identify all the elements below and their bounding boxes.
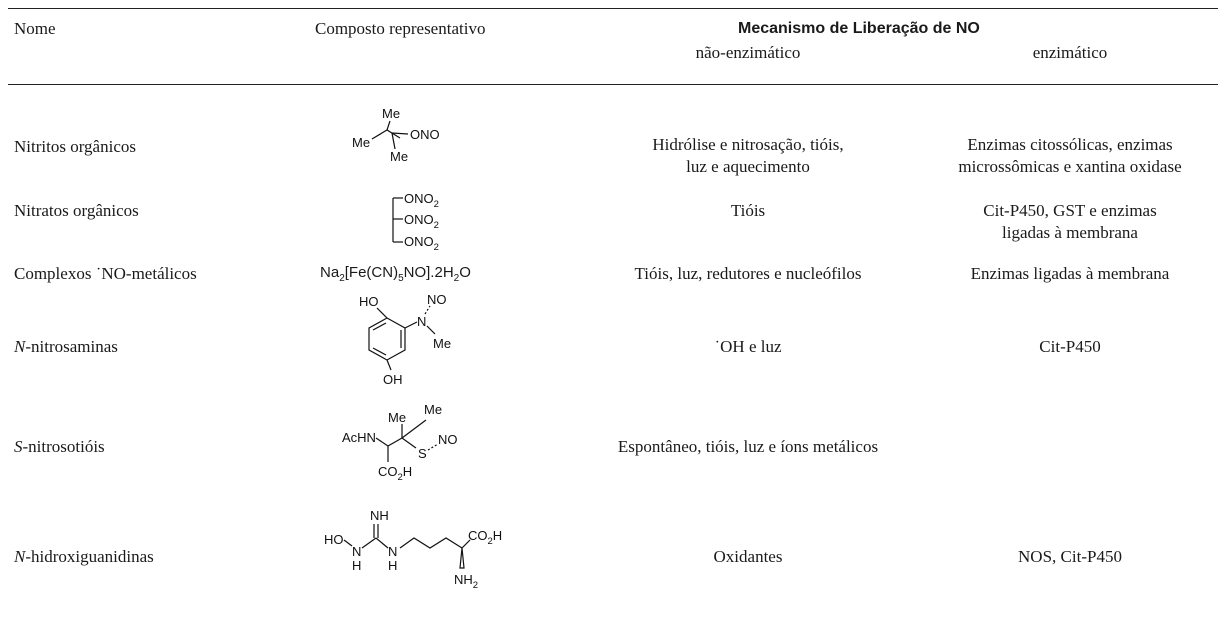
svg-text:HO: HO — [359, 294, 379, 309]
svg-text:CO2H: CO2H — [468, 528, 502, 547]
svg-text:HO: HO — [324, 532, 344, 547]
row-1-nao-enzimatico: Hidrólise e nitrosação, tióis,luz e aque… — [652, 135, 844, 176]
row-6-nome: N-hidroxiguanidinas — [14, 547, 154, 566]
svg-text:Me: Me — [352, 135, 370, 150]
svg-text:NH2: NH2 — [454, 572, 478, 591]
header-composto: Composto representativo — [315, 19, 486, 38]
svg-text:Me: Me — [388, 410, 406, 425]
svg-text:Me: Me — [433, 336, 451, 351]
svg-text:ONO2: ONO2 — [404, 234, 439, 253]
header-bottom-rule — [8, 84, 1218, 85]
row-4-structure: HO N NO Me OH — [359, 292, 451, 387]
row-1-structure: Me Me Me ONO — [352, 106, 440, 164]
svg-text:OH: OH — [383, 372, 403, 387]
row-3-enzimatico: Enzimas ligadas à membrana — [970, 264, 1170, 283]
row-6-enzimatico: NOS, Cit-P450 — [1018, 547, 1122, 566]
svg-text:H: H — [388, 558, 397, 573]
row-5-nome: S-nitrosotióis — [14, 437, 105, 456]
svg-text:N: N — [417, 314, 426, 329]
svg-text:NO: NO — [438, 432, 458, 447]
row-6-structure: NH HO N H N H CO2H NH2 — [324, 508, 502, 591]
svg-text:N: N — [388, 544, 397, 559]
row-4-enzimatico: Cit-P450 — [1039, 337, 1101, 356]
row-2-nao-enzimatico: Tióis — [730, 201, 766, 220]
table-top-rule — [8, 8, 1218, 9]
row-3-nome: Complexos ˙NO-metálicos — [14, 264, 197, 283]
svg-text:AcHN: AcHN — [342, 430, 376, 445]
svg-text:Me: Me — [424, 402, 442, 417]
svg-text:ONO2: ONO2 — [404, 212, 439, 231]
svg-text:CO2H: CO2H — [378, 464, 412, 483]
row-5-structure: Me Me AcHN S NO CO2H — [342, 402, 458, 483]
header-enzimatico: enzimático — [1032, 43, 1108, 62]
svg-text:ONO: ONO — [410, 127, 440, 142]
row-4-nao-enzimatico: ˙OH e luz — [714, 337, 782, 356]
svg-text:S: S — [418, 446, 427, 461]
svg-text:Me: Me — [390, 149, 408, 164]
svg-text:NO: NO — [427, 292, 447, 307]
header-mecanismo: Mecanismo de Liberação de NO — [738, 20, 980, 37]
row-1-nome: Nitritos orgânicos — [14, 137, 136, 156]
row-3-nao-enzimatico: Tióis, luz, redutores e nucleófilos — [634, 264, 862, 283]
svg-text:N: N — [352, 544, 361, 559]
header-nome: Nome — [14, 19, 56, 38]
header-nao-enzimatico: não-enzimático — [695, 43, 801, 62]
row-3-formula: Na2[Fe(CN)5NO].2H2O — [320, 264, 471, 284]
svg-text:H: H — [352, 558, 361, 573]
row-4-nome: N-nitrosaminas — [14, 337, 118, 356]
svg-text:ONO2: ONO2 — [404, 191, 439, 210]
svg-text:NH: NH — [370, 508, 389, 523]
row-2-nome: Nitratos orgânicos — [14, 201, 139, 220]
row-2-structure: ONO2 ONO2 ONO2 — [392, 191, 439, 253]
svg-text:Me: Me — [382, 106, 400, 121]
row-6-nao-enzimatico: Oxidantes — [713, 547, 783, 566]
row-5-nao-enzimatico: Espontâneo, tióis, luz e íons metálicos — [617, 437, 879, 456]
